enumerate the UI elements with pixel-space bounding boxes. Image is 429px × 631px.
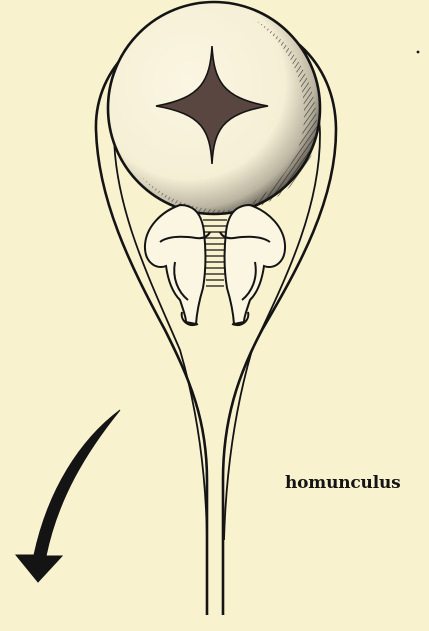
ink-speck xyxy=(417,51,420,54)
spine-rings xyxy=(203,214,227,286)
homunculus-figure-left xyxy=(145,205,210,325)
curved-arrow xyxy=(16,410,120,582)
homunculus-label: homunculus xyxy=(285,473,401,493)
